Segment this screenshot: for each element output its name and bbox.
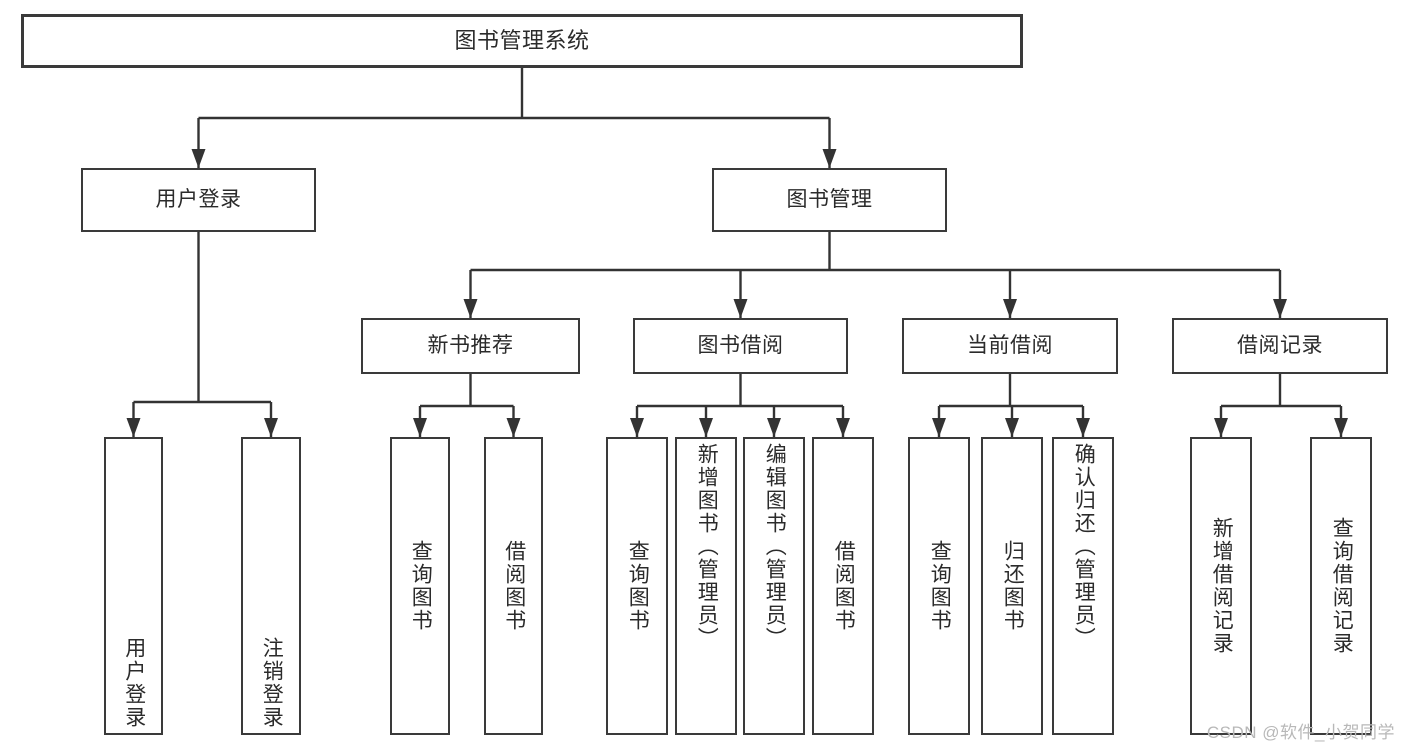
node-label: 图书管理 <box>786 187 873 211</box>
node-label: 当前借阅 <box>967 333 1053 357</box>
node-label: 查询借阅记录 <box>1330 517 1354 655</box>
node-l-query-book-2[interactable]: 查询图书 <box>606 437 668 735</box>
node-label: 归还图书 <box>1001 540 1025 632</box>
node-label: 借阅图书 <box>502 540 526 632</box>
node-l-edit-book[interactable]: 编辑图书（管理员） <box>743 437 805 735</box>
node-l-query-book-3[interactable]: 查询图书 <box>908 437 970 735</box>
node-l-add-book[interactable]: 新增图书（管理员） <box>675 437 737 735</box>
node-l-user-login[interactable]: 用户登录 <box>104 437 163 735</box>
node-label: 查询图书 <box>928 540 952 632</box>
node-l-borrow-book-1[interactable]: 借阅图书 <box>484 437 543 735</box>
node-label: 用户登录 <box>122 637 146 729</box>
node-label: 用户登录 <box>155 187 242 211</box>
node-label: 新书推荐 <box>427 333 514 357</box>
node-n-borrow-record[interactable]: 借阅记录 <box>1172 318 1388 374</box>
node-label: 借阅记录 <box>1237 333 1323 357</box>
node-n-new-book-rec[interactable]: 新书推荐 <box>361 318 580 374</box>
node-n-book-borrow[interactable]: 图书借阅 <box>633 318 848 374</box>
node-l-borrow-book-2[interactable]: 借阅图书 <box>812 437 874 735</box>
node-n-book-mgmt[interactable]: 图书管理 <box>712 168 947 232</box>
node-n-user-login[interactable]: 用户登录 <box>81 168 316 232</box>
node-l-query-book-1[interactable]: 查询图书 <box>390 437 450 735</box>
node-l-logout[interactable]: 注销登录 <box>241 437 301 735</box>
node-label: 借阅图书 <box>832 540 856 632</box>
node-label: 查询图书 <box>409 540 433 632</box>
node-label: 新增图书（管理员） <box>695 443 719 650</box>
node-root[interactable]: 图书管理系统 <box>21 14 1023 68</box>
node-label: 图书管理系统 <box>454 28 590 54</box>
node-l-query-record[interactable]: 查询借阅记录 <box>1310 437 1372 735</box>
node-l-return-book[interactable]: 归还图书 <box>981 437 1043 735</box>
node-n-current-borrow[interactable]: 当前借阅 <box>902 318 1118 374</box>
node-label: 注销登录 <box>260 637 284 729</box>
node-label: 查询图书 <box>626 540 650 632</box>
node-label: 确认归还（管理员） <box>1072 443 1096 650</box>
node-l-confirm-return[interactable]: 确认归还（管理员） <box>1052 437 1114 735</box>
node-label: 新增借阅记录 <box>1210 517 1234 655</box>
node-label: 编辑图书（管理员） <box>763 443 787 650</box>
watermark: CSDN @软件_小贺同学 <box>1206 723 1395 742</box>
node-l-add-record[interactable]: 新增借阅记录 <box>1190 437 1252 735</box>
node-label: 图书借阅 <box>697 333 784 357</box>
